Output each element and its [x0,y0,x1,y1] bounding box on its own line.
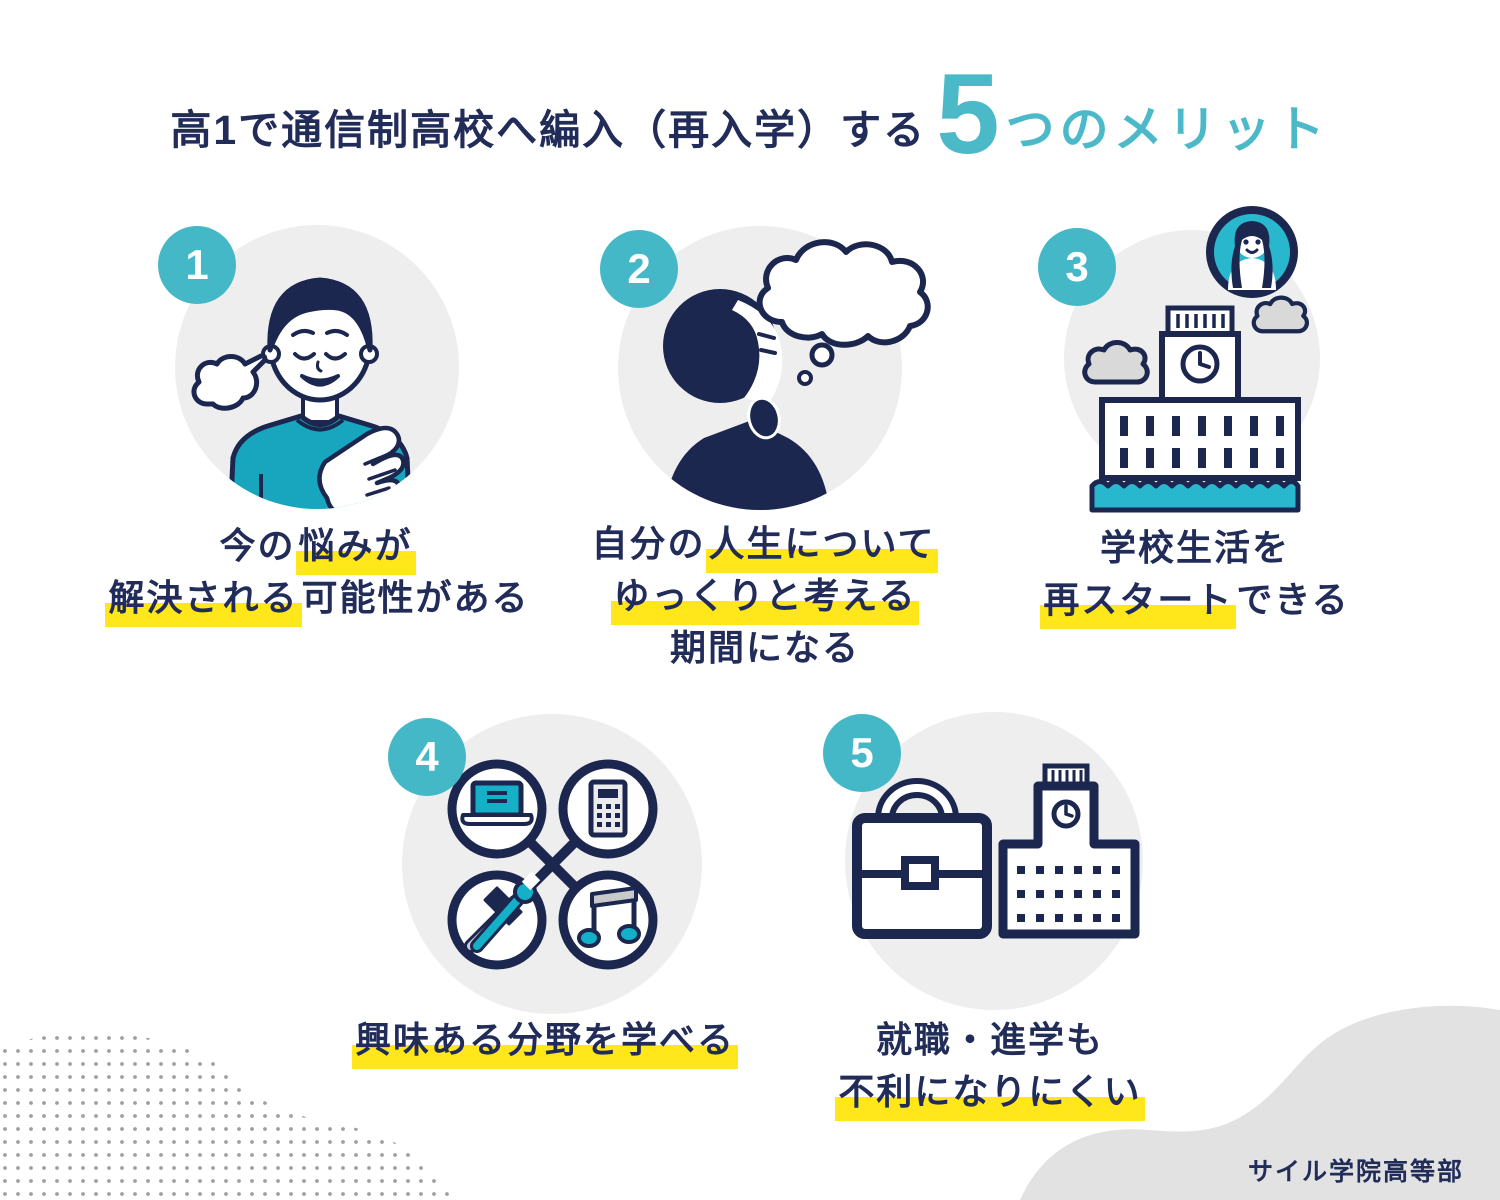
item-3-number-badge: 3 [1038,228,1116,306]
badge-number: 3 [1065,243,1089,290]
caption-segment: 期間になる [669,627,860,668]
caption-segment: 今の [219,525,296,566]
badge-number: 2 [627,245,651,292]
badge-number: 4 [415,733,439,780]
badge-number: 5 [850,729,874,776]
hair [1231,221,1273,288]
school-base [1089,479,1301,513]
page-title: 高1で通信制高校へ編入（再入学）する 5 つのメリット [0,58,1500,172]
school-restart-illustration [1082,206,1310,513]
windows [1120,416,1284,468]
item-1-number-badge: 1 [158,226,236,304]
caption-segment-highlighted: 興味ある分野を学べる [351,1019,738,1069]
smile [300,374,340,387]
item-4-caption: 興味ある分野を学べる [320,1014,770,1069]
caption-segment-highlighted: ゆっくりと考える [610,575,920,625]
caption-segment: 自分の [591,523,706,564]
thought-bubble [809,342,835,368]
item-5-number-badge: 5 [823,714,901,792]
caption-segment: できる [1236,579,1350,620]
cloud-icon [1251,295,1310,334]
cloud-icon [1082,340,1150,385]
title-prefix: 高1で通信制高校へ編入（再入学）する [170,107,927,153]
windows [1017,866,1120,922]
brand-logo-text: サイル学院高等部 [1247,1158,1464,1186]
calculator-icon [588,779,628,838]
closed-eye [293,352,316,361]
closed-eye [324,352,347,361]
hair [267,277,373,353]
thought-cloud-icon [756,239,931,348]
badge-number: 1 [185,241,209,288]
caption-segment: 学校生活を [1099,527,1290,568]
thinking-person [663,289,830,510]
caption-segment-highlighted: 解決される [105,577,302,627]
title-suffix: つのメリット [1005,103,1330,157]
caption-segment: 就職・進学も [875,1019,1104,1060]
caption-segment-highlighted: 不利になりにくい [835,1071,1145,1121]
item-1-caption: 今の悩みが 解決される可能性がある [105,520,530,627]
girl-avatar-icon [1206,206,1298,298]
work-and-study-illustration [852,763,1140,939]
thought-bubble [797,370,813,386]
item-2-number-badge: 2 [600,230,678,308]
dot-pattern-decoration [0,1032,452,1200]
face [732,300,783,404]
music-note-icon [577,886,641,948]
item-3-caption: 学校生活を 再スタートできる [995,522,1395,629]
tools-icon [464,871,541,953]
fist [747,396,781,440]
title-number: 5 [936,51,1000,178]
corner-blob-decoration [1020,1005,1500,1200]
caption-segment: 可能性がある [301,577,530,618]
caption-segment-highlighted: 人生について [705,523,939,573]
briefcase-icon [852,778,992,939]
interest-fields-illustration [447,759,658,970]
laptop-icon [460,780,534,826]
thinking-person-illustration [663,239,931,510]
relieved-person-illustration [191,277,413,509]
caption-segment-highlighted: 悩みが [295,525,416,575]
item-4-number-badge: 4 [388,718,466,796]
school-icon [1089,305,1301,513]
caption-segment-highlighted: 再スタート [1040,579,1237,629]
item-5-caption: 就職・進学も 不利になりにくい [795,1014,1185,1121]
sigh-cloud-icon [191,353,268,411]
school-small-icon [998,763,1140,939]
item-2-caption: 自分の人生について ゆっくりと考える 期間になる [565,518,965,674]
